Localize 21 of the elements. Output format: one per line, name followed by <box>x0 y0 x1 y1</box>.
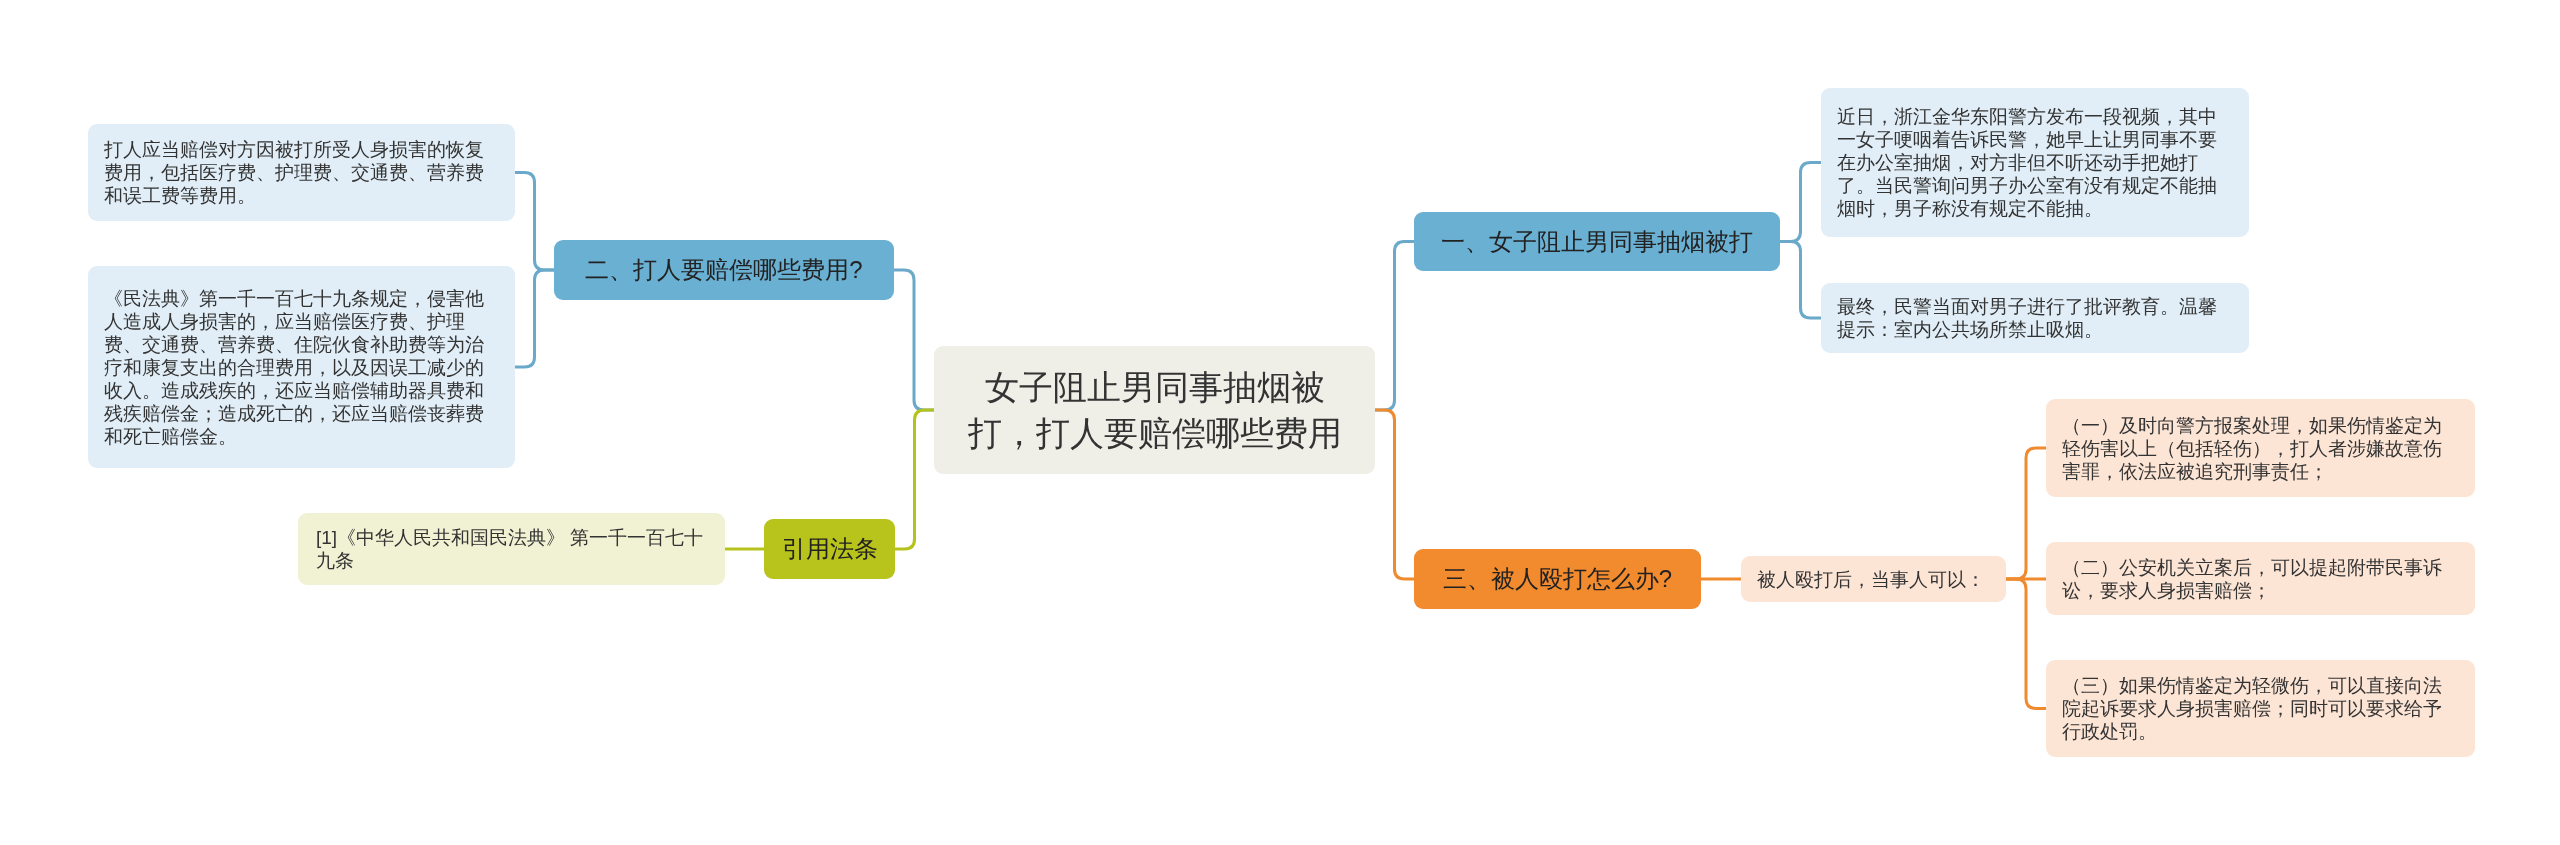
note-box: （二）公安机关立案后，可以提起附带民事诉讼，要求人身损害赔偿； <box>2046 542 2475 615</box>
branch-topic-box: 引用法条 <box>764 519 895 579</box>
note-box: [1]《中华人民共和国民法典》 第一千一百七十九条 <box>298 513 725 585</box>
connector-line <box>2006 577 2046 710</box>
branch-topic-box: 一、女子阻止男同事抽烟被打 <box>1414 212 1780 271</box>
connector-line <box>515 268 554 369</box>
note-box: （一）及时向警方报案处理，如果伤情鉴定为轻伤害以上（包括轻伤），打人者涉嫌故意伤害罪，依法应被追究刑事责任； <box>2046 399 2475 497</box>
branch-topic-box: 三、被人殴打怎么办? <box>1414 549 1701 609</box>
connector-line <box>1375 408 1414 581</box>
note-box: 最终，民警当面对男子进行了批评教育。温馨提示：室内公共场所禁止吸烟。 <box>1821 283 2249 353</box>
note-box: 被人殴打后，当事人可以： <box>1741 556 2006 602</box>
connector-line <box>895 408 934 551</box>
connector-line <box>1780 240 1821 320</box>
note-box: 近日，浙江金华东阳警方发布一段视频，其中一女子哽咽着告诉民警，她早上让男同事不要在办公室抽烟，对方非但不听还动手把她打了。当民警询问男子办公室有没有规定不能抽烟时，男子称没有规定不能抽。 <box>1821 88 2249 237</box>
note-box: 打人应当赔偿对方因被打所受人身损害的恢复费用，包括医疗费、护理费、交通费、营养费和误工费等费用。 <box>88 124 515 221</box>
connector-line <box>725 547 764 551</box>
note-box: （三）如果伤情鉴定为轻微伤，可以直接向法院起诉要求人身损害赔偿；同时可以要求给予行政处罚。 <box>2046 660 2475 757</box>
note-box: 《民法典》第一千一百七十九条规定，侵害他人造成人身损害的，应当赔偿医疗费、护理费、交通费、营养费、住院伙食补助费等为治疗和康复支出的合理费用，以及因误工减少的收入。造成残疾的，还应当赔偿辅助器具费和残疾赔偿金；造成死亡的，还应当赔偿丧葬费和死亡赔偿金。 <box>88 266 515 468</box>
connector-line <box>1701 577 1741 581</box>
central-topic-box: 女子阻止男同事抽烟被打，打人要赔偿哪些费用 <box>934 346 1375 474</box>
branch-topic-box: 二、打人要赔偿哪些费用? <box>554 240 894 300</box>
